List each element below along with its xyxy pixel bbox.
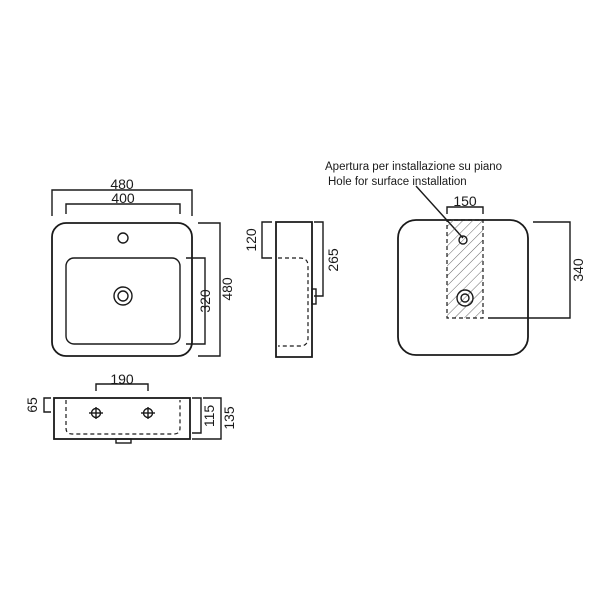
dim-hole-width-label: 150 bbox=[453, 193, 477, 209]
installation-hole-hatched bbox=[446, 219, 484, 319]
dim-depth-to-drain: 265 bbox=[314, 221, 341, 297]
dim-inner-depth-label: 320 bbox=[197, 289, 213, 313]
dim-depth-to-drain-label: 265 bbox=[325, 248, 341, 272]
dim-overall-width-label: 480 bbox=[110, 176, 134, 192]
note-italian: Apertura per installazione su piano bbox=[325, 161, 502, 173]
basin-outline bbox=[51, 222, 193, 357]
dim-height-a: 115 bbox=[192, 397, 217, 434]
drain-outer bbox=[113, 286, 133, 306]
dim-height-a-label: 115 bbox=[201, 405, 217, 428]
tap-mark-left bbox=[89, 407, 103, 419]
counter-drain-inner bbox=[460, 293, 470, 303]
tap-hole bbox=[117, 232, 129, 244]
counter-tap-hole bbox=[458, 235, 468, 245]
dim-inner-width-label: 400 bbox=[111, 190, 135, 206]
front-bowl-dashed bbox=[65, 400, 181, 435]
dim-rim-label: 65 bbox=[24, 397, 40, 413]
dim-tap-spacing-label: 190 bbox=[110, 371, 134, 387]
dim-overall-width: 480 bbox=[51, 176, 193, 216]
counter-drain-outer bbox=[456, 289, 474, 307]
dim-overall-depth-label: 480 bbox=[219, 277, 235, 301]
side-view: 120 265 bbox=[243, 221, 341, 358]
front-view: 190 65 115 135 bbox=[24, 371, 237, 444]
dim-overall-depth: 480 bbox=[198, 222, 235, 357]
note-english: Hole for surface installation bbox=[328, 176, 467, 188]
tap-mark-right bbox=[141, 407, 155, 419]
dim-inner-width: 400 bbox=[65, 190, 181, 214]
dim-top-height: 120 bbox=[243, 221, 272, 259]
bowl-outline bbox=[65, 257, 181, 345]
dim-rim: 65 bbox=[24, 397, 51, 413]
dim-hole-depth-label: 340 bbox=[570, 258, 586, 282]
dim-hole-width: 150 bbox=[446, 193, 484, 214]
counter-view: Apertura per installazione su piano Hole… bbox=[325, 161, 586, 356]
front-drain-stub bbox=[115, 438, 132, 444]
dim-tap-spacing: 190 bbox=[95, 371, 149, 391]
dim-top-height-label: 120 bbox=[243, 228, 259, 252]
side-outline bbox=[275, 221, 313, 358]
dim-height-b: 135 bbox=[192, 397, 237, 440]
side-bowl-dashed bbox=[278, 257, 309, 347]
front-outline bbox=[53, 397, 191, 440]
drain-inner bbox=[117, 290, 129, 302]
top-view: 480 400 320 480 bbox=[51, 176, 235, 357]
dim-height-b-label: 135 bbox=[221, 406, 237, 430]
dim-hole-depth: 340 bbox=[488, 221, 586, 319]
dim-inner-depth: 320 bbox=[186, 257, 213, 345]
